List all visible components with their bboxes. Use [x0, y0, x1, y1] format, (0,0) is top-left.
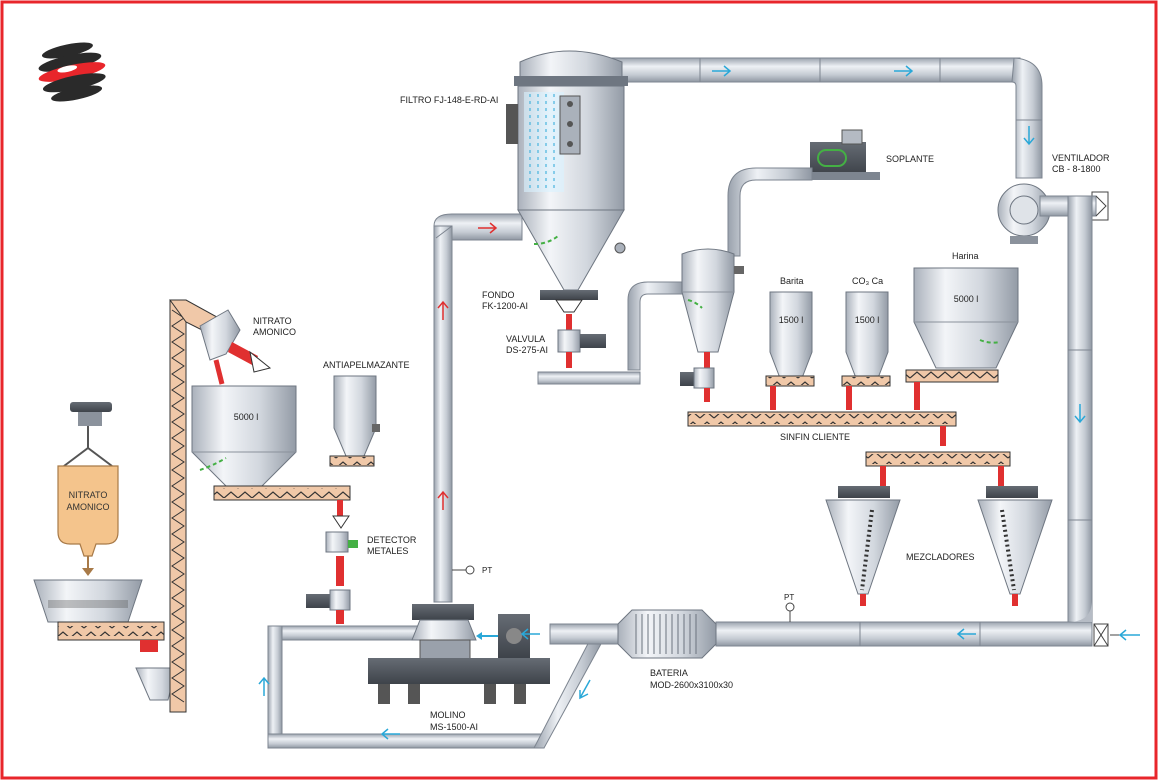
company-logo [38, 42, 106, 102]
ventilador-label-line2: CB - 8-1800 [1052, 164, 1101, 174]
bottom-return-pipe [549, 600, 1128, 647]
cyclone [680, 248, 744, 402]
fondo-valvula: FONDO FK-1200-AI VALVULA DS-275-AI [482, 290, 641, 385]
fondo-label-line2: FK-1200-AI [482, 301, 528, 311]
molino-label-line2: MS-1500-AI [430, 722, 478, 732]
detector-label-line1: DETECTOR [367, 535, 417, 545]
silo-harina: Harina 5000 l [905, 251, 1019, 383]
soplante: SOPLANTE [800, 129, 934, 180]
mezcladores-label: MEZCLADORES [906, 552, 975, 562]
silo-co3ca: CO₃ Ca 1500 l [841, 276, 891, 387]
bateria-label-line1: BATERIA [650, 668, 688, 678]
valvula-label-line2: DS-275-AI [506, 345, 548, 355]
top-exhaust-duct [599, 57, 1043, 179]
harina-volume: 5000 l [954, 294, 979, 304]
silo-outlets [770, 382, 920, 410]
cyclone-feed-pipe [627, 167, 813, 371]
nitrato-amonico-bag: NITRATO AMONICO [57, 465, 119, 576]
filtro-label: FILTRO FJ-148-E-RD-AI [400, 95, 498, 105]
air-flow-arrows [258, 65, 1140, 740]
mezclador-left [825, 486, 901, 606]
metal-detector: DETECTOR METALES [325, 515, 417, 586]
hopper-screw-conveyor [57, 621, 177, 701]
distribution-conveyor [865, 451, 1011, 486]
bag-hoist [63, 402, 113, 467]
rotary-valve-left [306, 589, 351, 624]
detector-label-line2: METALES [367, 546, 408, 556]
filtro: FILTRO FJ-148-E-RD-AI [400, 50, 628, 291]
pt-left-label: PT [482, 566, 492, 575]
ventilador-label-line1: VENTILADOR [1052, 153, 1110, 163]
valvula-label-line1: VALVULA [506, 334, 545, 344]
barita-label: Barita [780, 276, 804, 286]
sinfin-cliente-label: SINFIN CLIENTE [780, 432, 850, 442]
antiapelmazante-label: ANTIAPELMAZANTE [323, 360, 410, 370]
nitrato-label-line1: NITRATO [253, 316, 292, 326]
return-loop-pipe [267, 625, 603, 749]
co3ca-volume: 1500 l [855, 315, 880, 325]
ventilador: VENTILADOR CB - 8-1800 [997, 153, 1110, 244]
bag-label-line2: AMONICO [66, 502, 109, 512]
co3ca-label: CO₃ Ca [852, 276, 883, 286]
molino: MOLINO MS-1500-AI [368, 604, 550, 732]
pt-right-label: PT [784, 593, 794, 602]
pt-gauge-left: PT [452, 565, 492, 575]
bateria: BATERIA MOD-2600x3100x30 [617, 609, 733, 690]
mezclador-right [977, 486, 1053, 606]
silo-barita: Barita 1500 l [765, 276, 815, 387]
product-flow-arrows [437, 222, 498, 510]
sinfin-cliente-conveyor: SINFIN CLIENTE [687, 411, 957, 446]
bateria-label-line2: MOD-2600x3100x30 [650, 680, 733, 690]
fondo-label-line1: FONDO [482, 290, 515, 300]
nitrato-inlet: NITRATO AMONICO [199, 309, 296, 385]
riser-pipe [433, 213, 523, 603]
harina-label: Harina [952, 251, 979, 261]
antiapelmazante-silo: ANTIAPELMAZANTE [323, 360, 410, 457]
silo-5000-left: 5000 l [191, 385, 297, 487]
silo-screw-conveyor [213, 455, 375, 516]
silo-left-volume: 5000 l [234, 412, 259, 422]
molino-label-line1: MOLINO [430, 710, 466, 720]
soplante-label: SOPLANTE [886, 154, 934, 164]
bag-label-line1: NITRATO [69, 490, 108, 500]
barita-volume: 1500 l [779, 315, 804, 325]
feed-hopper [33, 579, 143, 623]
nitrato-label-line2: AMONICO [253, 327, 296, 337]
pt-gauge-right: PT [784, 593, 795, 622]
bucket-elevator [169, 299, 227, 713]
